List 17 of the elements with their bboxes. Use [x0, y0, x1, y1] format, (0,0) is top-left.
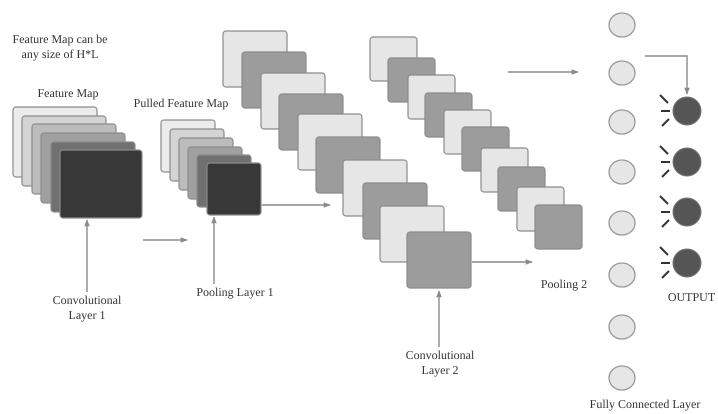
- note-text: Feature Map can be any size of H*L: [12, 32, 108, 62]
- arrow: [262, 202, 331, 208]
- arrow: [143, 237, 188, 243]
- layer-title: Fully Connected Layer: [588, 397, 702, 412]
- stack-title: Pulled Feature Map: [132, 96, 230, 111]
- arrow: [645, 55, 690, 95]
- stack-title: Feature Map: [36, 86, 100, 101]
- arrow: [436, 290, 442, 347]
- layer-label: Convolutional Layer 2: [394, 348, 486, 378]
- stack-title: Pooling 2: [540, 277, 588, 292]
- arrow: [211, 216, 217, 284]
- arrow: [472, 259, 533, 265]
- layer-label: Convolutional Layer 1: [40, 293, 134, 323]
- layer-title: OUTPUT: [666, 290, 716, 305]
- layer-label: Pooling Layer 1: [190, 285, 280, 300]
- arrow: [84, 219, 90, 292]
- arrow: [508, 69, 579, 75]
